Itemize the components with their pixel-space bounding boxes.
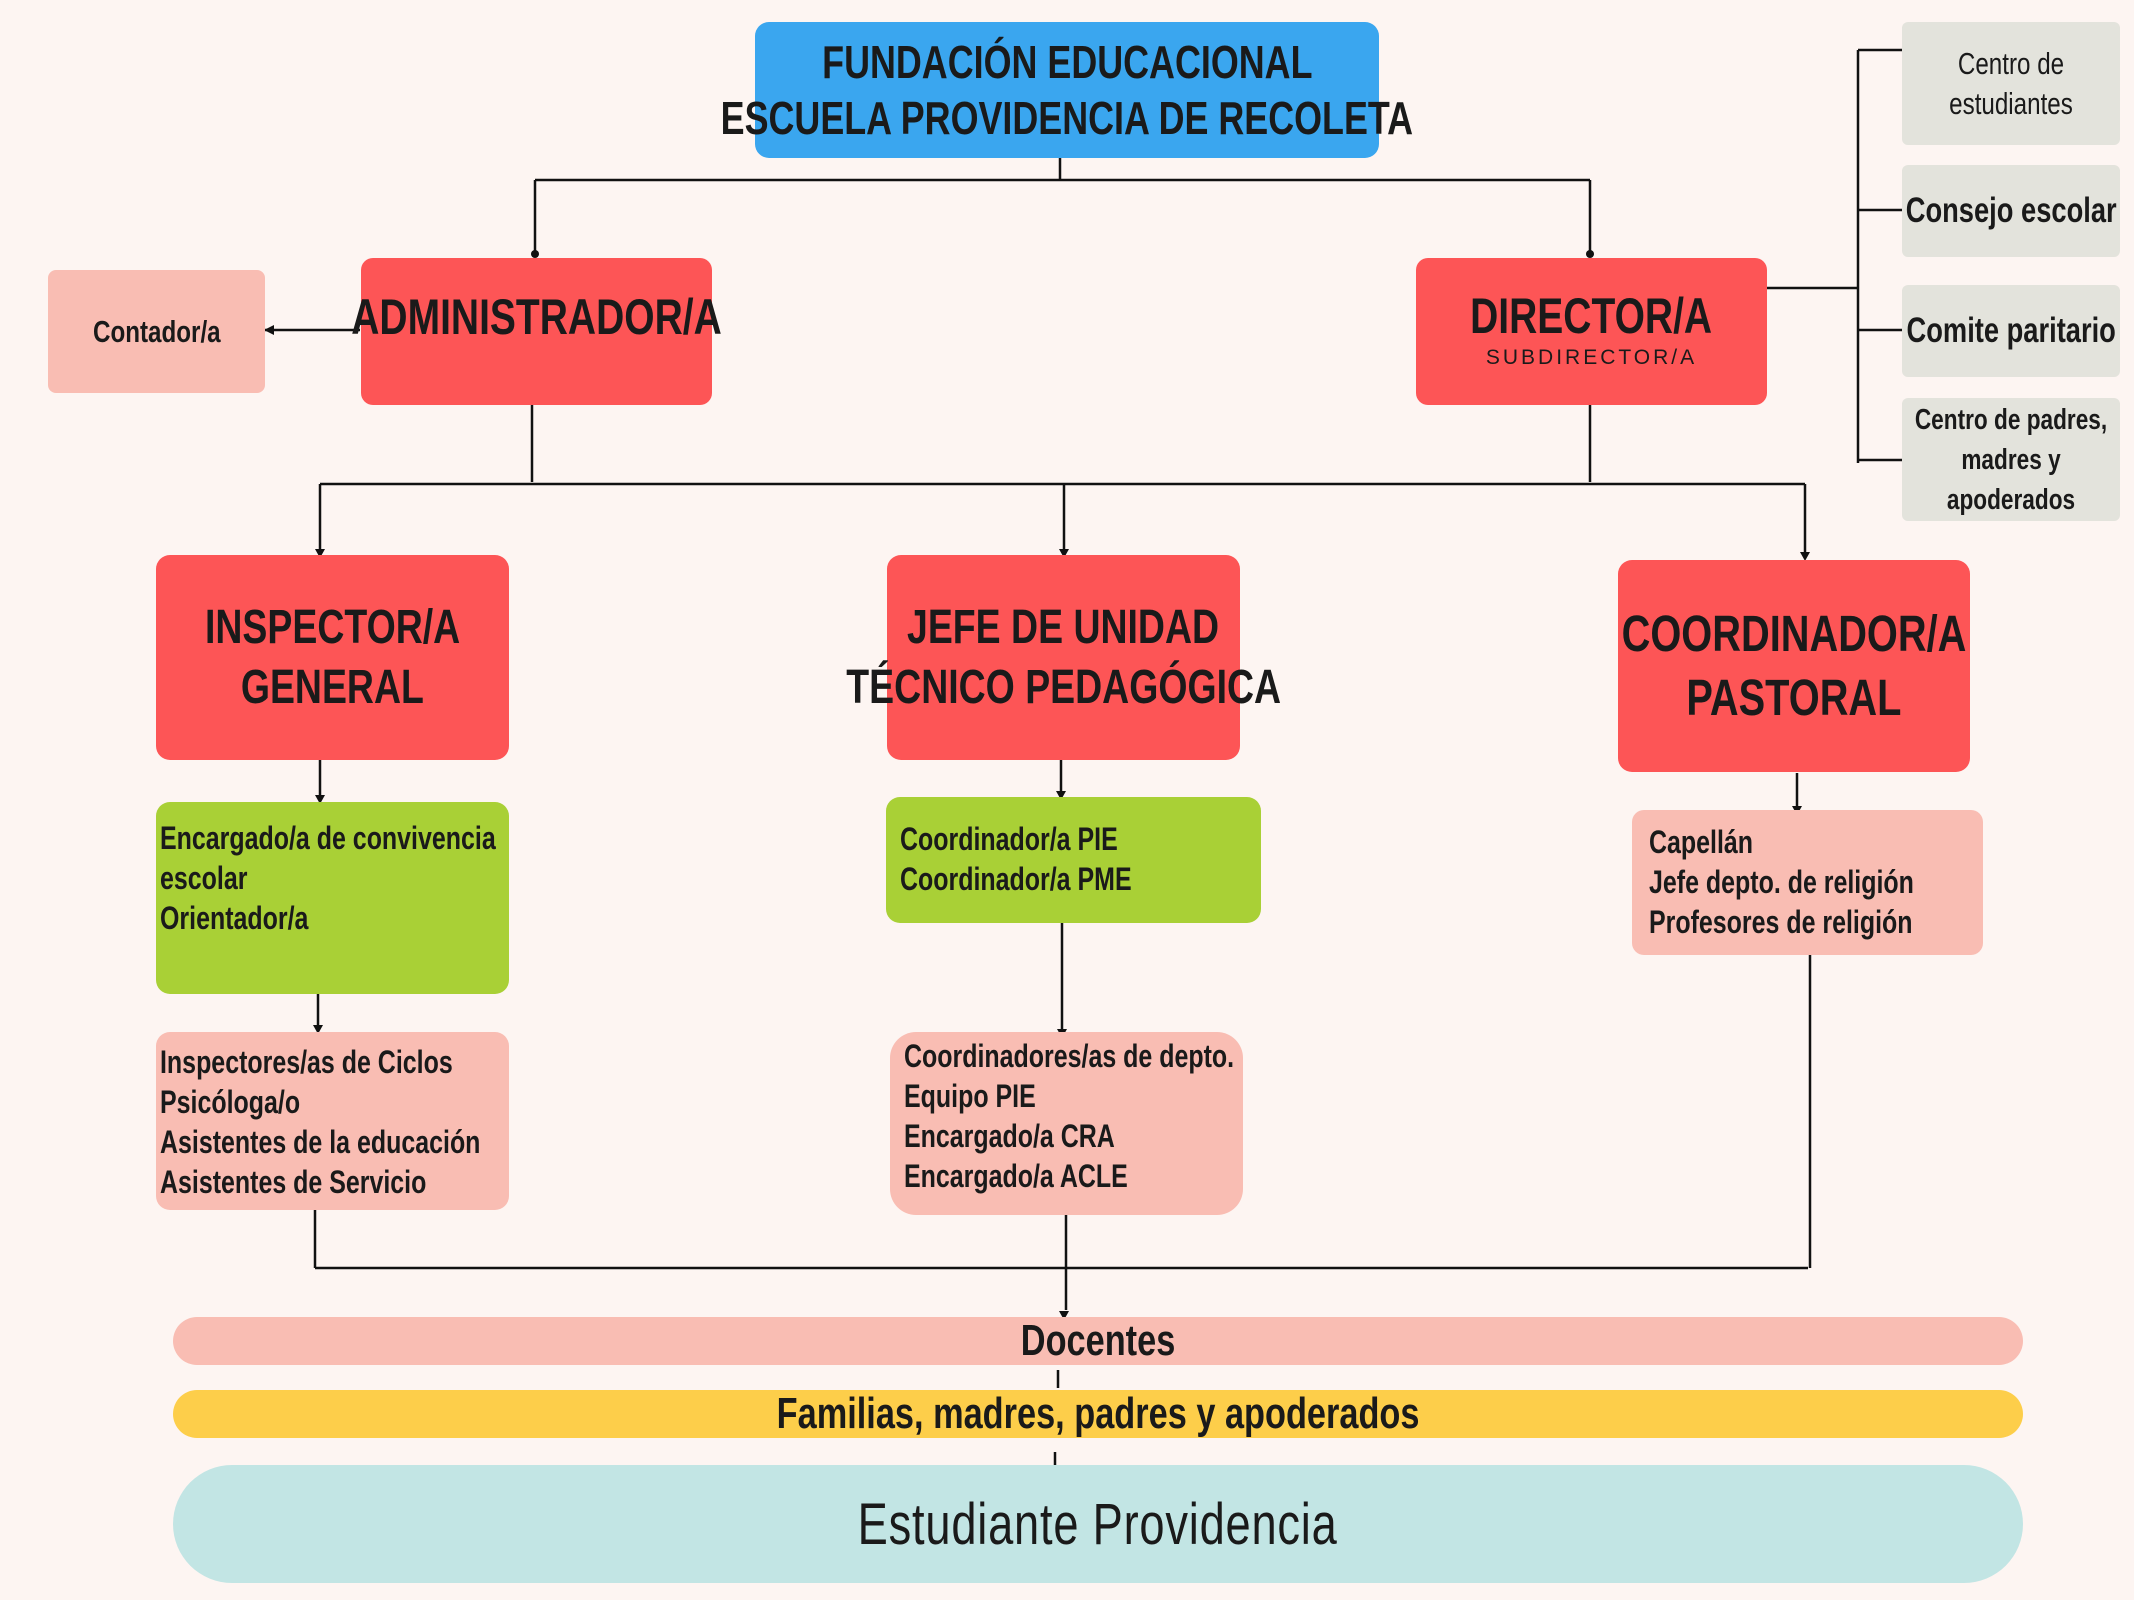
contador-label: Contador/a: [92, 313, 221, 349]
familias-band: Familias, madres, padres y apoderados: [173, 1389, 2023, 1438]
pastoral-title-line2: PASTORAL: [1686, 669, 1902, 726]
list-item: Encargado/a ACLE: [904, 1158, 1128, 1194]
inspector-staff-box: Inspectores/as de Ciclos Psicóloga/o Asi…: [156, 1032, 509, 1210]
council-label: Centro de padres, madres y apoderados: [1914, 403, 2108, 516]
list-item: Psicóloga/o: [160, 1084, 301, 1120]
list-item: Coordinadores/as de depto.: [904, 1038, 1235, 1074]
list-item: Capellán: [1649, 824, 1754, 860]
familias-label: Familias, madres, padres y apoderados: [776, 1389, 1420, 1438]
jefe-utp-title-line2: TÉCNICO PEDAGÓGICA: [846, 660, 1281, 714]
foundation-title-line2: ESCUELA PROVIDENCIA DE RECOLETA: [720, 92, 1414, 144]
list-item: Encargado/a de convivencia: [160, 820, 496, 856]
list-item: Equipo PIE: [904, 1078, 1036, 1114]
list-item: Jefe depto. de religión: [1649, 864, 1914, 900]
inspector-title-line1: INSPECTOR/A: [204, 600, 461, 654]
director-box: DIRECTOR/A SUBDIRECTOR/A: [1416, 258, 1767, 405]
jefe-utp-box: JEFE DE UNIDAD TÉCNICO PEDAGÓGICA: [846, 555, 1281, 760]
council-centro-estudiantes: Centro de estudiantes: [1902, 22, 2120, 145]
estudiante-label: Estudiante Providencia: [858, 1491, 1338, 1557]
council-label: Consejo escolar: [1905, 191, 2117, 230]
inspector-title-line2: GENERAL: [240, 660, 425, 714]
inspector-general-box: INSPECTOR/A GENERAL: [156, 555, 509, 760]
estudiante-band: Estudiante Providencia: [173, 1465, 2023, 1583]
foundation-title-line1: FUNDACIÓN EDUCACIONAL: [821, 36, 1313, 88]
list-item: Profesores de religión: [1649, 904, 1913, 940]
council-label: Centro de estudiantes: [1949, 45, 2073, 121]
list-item: Coordinador/a PME: [900, 861, 1132, 897]
list-item: Coordinador/a PIE: [900, 821, 1118, 857]
list-item: Encargado/a CRA: [904, 1118, 1115, 1154]
list-item: Asistentes de Servicio: [160, 1164, 427, 1200]
pastoral-staff-box: Capellán Jefe depto. de religión Profeso…: [1632, 810, 1983, 955]
list-item: escolar: [160, 860, 248, 896]
list-item: Orientador/a: [160, 900, 309, 936]
pastoral-title-line1: COORDINADOR/A: [1621, 605, 1967, 662]
council-label: Comite paritario: [1906, 311, 2116, 350]
list-item: Asistentes de la educación: [160, 1124, 481, 1160]
foundation-box: FUNDACIÓN EDUCACIONAL ESCUELA PROVIDENCI…: [721, 22, 1413, 158]
pastoral-box: COORDINADOR/A PASTORAL: [1618, 560, 1970, 772]
jefe-utp-title-line1: JEFE DE UNIDAD: [907, 600, 1220, 654]
director-subtitle: SUBDIRECTOR/A: [1485, 346, 1698, 369]
utp-staff-box: Coordinadores/as de depto. Equipo PIE En…: [890, 1032, 1243, 1215]
administrador-title: ADMINISTRADOR/A: [351, 289, 722, 345]
council-centro-padres: Centro de padres, madres y apoderados: [1902, 398, 2120, 521]
director-title: DIRECTOR/A: [1470, 288, 1713, 344]
council-comite-paritario: Comite paritario: [1902, 285, 2120, 377]
inspector-sub-box: Encargado/a de convivencia escolar Orien…: [156, 802, 509, 994]
list-item: Inspectores/as de Ciclos: [160, 1044, 453, 1080]
docentes-label: Docentes: [1020, 1316, 1176, 1365]
administrador-box: ADMINISTRADOR/A: [351, 258, 722, 405]
council-consejo-escolar: Consejo escolar: [1902, 165, 2120, 257]
utp-sub-box: Coordinador/a PIE Coordinador/a PME: [886, 797, 1261, 923]
docentes-band: Docentes: [173, 1316, 2023, 1365]
contador-box: Contador/a: [48, 270, 265, 393]
